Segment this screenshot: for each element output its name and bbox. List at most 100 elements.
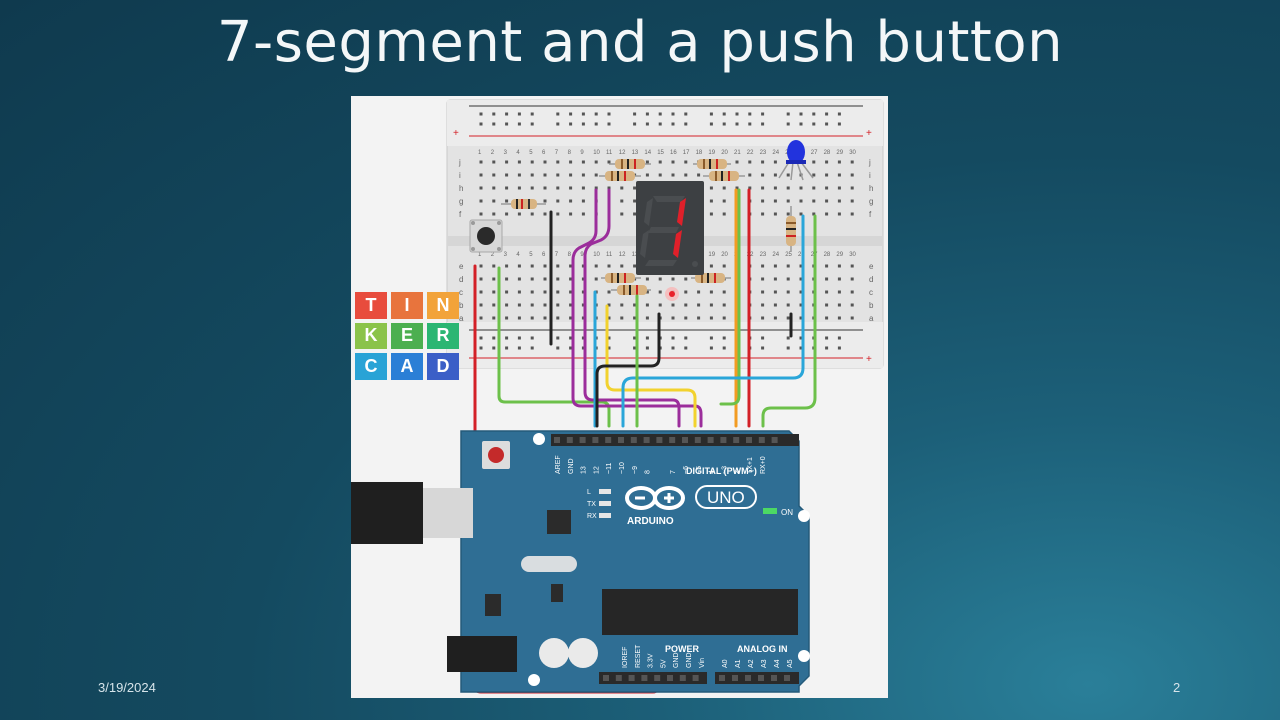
breadboard-hole xyxy=(556,277,560,281)
header-pin[interactable] xyxy=(615,675,622,681)
breadboard-hole xyxy=(761,303,765,307)
rail-hole xyxy=(645,112,649,116)
rgb-led[interactable] xyxy=(778,140,814,181)
breadboard-hole xyxy=(773,290,777,294)
rail-hole xyxy=(825,112,829,116)
digital-header-label: DIGITAL (PWM~) xyxy=(686,466,757,476)
breadboard-hole xyxy=(633,264,637,268)
header-pin[interactable] xyxy=(641,675,648,681)
breadboard-hole xyxy=(709,264,713,268)
column-number: 13 xyxy=(632,252,639,258)
header-pin[interactable] xyxy=(592,437,599,443)
breadboard-hole xyxy=(812,186,816,190)
header-pin[interactable] xyxy=(719,675,725,681)
resistor[interactable] xyxy=(693,159,731,169)
header-pin[interactable] xyxy=(707,437,714,443)
resistor[interactable] xyxy=(599,171,641,181)
header-pin[interactable] xyxy=(746,437,752,443)
rail-hole xyxy=(837,346,841,350)
header-pin[interactable] xyxy=(628,675,635,681)
breadboard-hole xyxy=(517,264,521,268)
breadboard-hole xyxy=(581,290,585,294)
row-label: a xyxy=(869,314,874,323)
breadboard-hole xyxy=(479,212,483,216)
column-number: 2 xyxy=(491,150,495,156)
logo-letter-e: E xyxy=(391,322,423,350)
header-pin[interactable] xyxy=(758,675,764,681)
breadboard-hole xyxy=(543,303,547,307)
header-pin[interactable] xyxy=(566,437,573,443)
header-pin[interactable] xyxy=(682,437,688,443)
breadboard-hole xyxy=(645,160,649,164)
push-button[interactable] xyxy=(469,219,503,253)
header-pin[interactable] xyxy=(692,675,699,681)
header-pin[interactable] xyxy=(603,675,609,681)
breadboard-hole xyxy=(825,199,829,203)
row-label: j xyxy=(868,158,871,167)
resistor[interactable] xyxy=(703,171,745,181)
breadboard-hole xyxy=(799,303,803,307)
header-pin[interactable] xyxy=(733,437,740,443)
breadboard-hole xyxy=(581,186,585,190)
header-pin[interactable] xyxy=(745,675,751,681)
header-pin[interactable] xyxy=(554,437,560,443)
column-number: 29 xyxy=(836,252,843,258)
breadboard-hole xyxy=(671,160,675,164)
header-pin[interactable] xyxy=(605,437,612,443)
breadboard-hole xyxy=(722,212,726,216)
pin-label: 7 xyxy=(670,470,677,474)
resistor[interactable] xyxy=(691,273,731,283)
breadboard-hole xyxy=(761,199,765,203)
rail-hole xyxy=(748,112,752,116)
column-number: 4 xyxy=(516,150,520,156)
rail-hole xyxy=(735,112,739,116)
circuit-image: 1122334455667788991010111112121313141415… xyxy=(351,96,888,698)
header-pin[interactable] xyxy=(784,675,790,681)
breadboard-hole xyxy=(607,186,611,190)
seven-segment-display[interactable] xyxy=(636,181,704,275)
pin-label: ~10 xyxy=(619,462,626,474)
breadboard-hole xyxy=(633,186,637,190)
breadboard-hole xyxy=(697,173,701,177)
breadboard-hole xyxy=(569,186,573,190)
header-pin[interactable] xyxy=(679,675,686,681)
header-pin[interactable] xyxy=(771,675,777,681)
header-pin[interactable] xyxy=(654,675,661,681)
resistor[interactable] xyxy=(601,273,641,283)
breadboard-hole xyxy=(594,160,598,164)
column-number: 22 xyxy=(747,150,754,156)
header-pin[interactable] xyxy=(771,437,778,443)
header-pin[interactable] xyxy=(667,675,673,681)
rail-hole xyxy=(761,122,765,126)
header-pin[interactable] xyxy=(694,437,701,443)
header-pin[interactable] xyxy=(732,675,738,681)
header-pin[interactable] xyxy=(656,437,663,443)
header-pin[interactable] xyxy=(643,437,650,443)
breadboard-hole xyxy=(492,316,496,320)
breadboard-hole xyxy=(697,303,701,307)
header-pin[interactable] xyxy=(579,437,586,443)
breadboard-hole xyxy=(837,186,841,190)
header-pin[interactable] xyxy=(669,437,676,443)
header-pin[interactable] xyxy=(618,437,624,443)
column-number: 7 xyxy=(555,252,559,258)
rail-hole xyxy=(645,336,649,340)
segment-d xyxy=(645,260,677,266)
breadboard-hole xyxy=(633,316,637,320)
column-number: 10 xyxy=(593,150,600,156)
breadboard-hole xyxy=(837,212,841,216)
header-pin[interactable] xyxy=(720,437,727,443)
resistor[interactable] xyxy=(611,285,651,295)
pin-label: A4 xyxy=(774,659,781,668)
rail-hole xyxy=(671,112,675,116)
breadboard-hole xyxy=(607,160,611,164)
breadboard-hole xyxy=(556,290,560,294)
column-number: 11 xyxy=(606,150,613,156)
header-pin[interactable] xyxy=(758,437,765,443)
resistor[interactable] xyxy=(501,199,546,209)
header-pin[interactable] xyxy=(630,437,637,443)
breadboard-hole xyxy=(492,212,496,216)
resistor[interactable] xyxy=(609,159,651,169)
resistor[interactable] xyxy=(786,206,796,252)
